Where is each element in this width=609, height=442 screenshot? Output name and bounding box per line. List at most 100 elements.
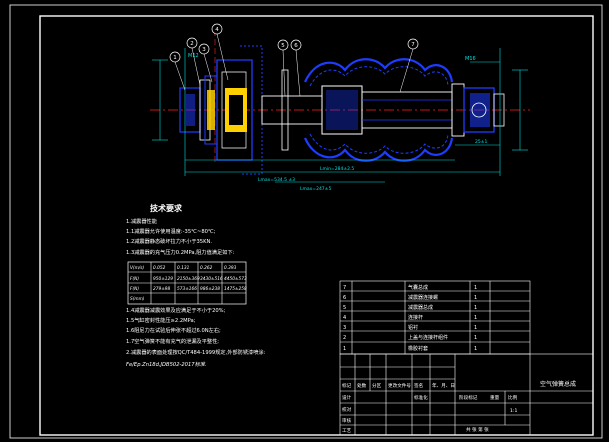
tech-req-line: 1.6阻尼力在试验后伸张不超过6.0N左右;	[126, 326, 221, 334]
table-cell: F(N)	[130, 286, 139, 292]
part-qty: 1	[474, 315, 477, 321]
tb-header: 标记	[342, 382, 352, 389]
table-cell: 573±166	[177, 286, 197, 292]
table-cell: 0.052	[153, 265, 166, 271]
part-qty: 1	[474, 295, 477, 301]
part-name: 减震器总成	[408, 304, 433, 311]
tb-header: 签名	[414, 382, 423, 389]
balloon-4: 4	[211, 23, 223, 35]
table-cell: 0.393	[224, 265, 237, 271]
tb-row-label: 工艺	[342, 428, 352, 434]
part-no: 7	[343, 285, 346, 291]
part-no: 2	[343, 335, 346, 341]
dim-overall-min: Lmin=284±2.5	[320, 166, 354, 172]
damper-body	[261, 69, 453, 151]
tech-req-line: 1.4减震器减震效果及应满足于不小于20%;	[126, 306, 226, 314]
svg-text:2: 2	[190, 41, 194, 47]
tb-sheet: 共 张 第 张	[466, 426, 489, 433]
table-cell: 4450±573	[224, 276, 247, 282]
part-name: 气囊总成	[408, 284, 428, 291]
part-qty: 1	[474, 346, 477, 352]
air-bellows	[303, 58, 454, 162]
part-no: 5	[343, 305, 346, 311]
part-no: 6	[343, 295, 346, 301]
tech-req-line: 1.5气缸密封性能压≥2.2MPa;	[126, 316, 196, 324]
tb-header: 更改文件号	[388, 382, 411, 389]
dim-left-top: M12	[188, 53, 199, 59]
tb-row-label: 设计	[342, 394, 352, 401]
svg-text:5: 5	[281, 43, 285, 49]
part-no: 3	[343, 325, 346, 331]
dim-right-top: M16	[465, 56, 476, 62]
part-qty: 1	[474, 335, 477, 341]
tb-scale: 比例	[508, 394, 518, 401]
part-qty: 1	[474, 325, 477, 331]
svg-text:3: 3	[202, 47, 206, 53]
tb-header: 处数	[357, 382, 367, 389]
inner-frame	[39, 15, 594, 436]
part-no: 4	[343, 315, 346, 321]
tech-req-line: 1.2减震器静态破坏拉力不小于35KN.	[126, 237, 212, 245]
tech-req-title: 技术要求	[150, 203, 183, 213]
parts-list-text: 7 气囊总成 1 6 减震器连接螺 1 5 减震器总成 1 4 连接杆 1 3 …	[343, 284, 477, 352]
svg-text:1: 1	[173, 55, 177, 61]
leader-lines	[174, 33, 414, 97]
part-name: 连接杆	[408, 314, 423, 321]
tb-row-label: 审核	[342, 417, 352, 424]
part-name: 上盖与连接杆组件	[408, 334, 448, 341]
tech-req-line: 1.减震器性能	[126, 217, 157, 225]
tb-drawing-title: 空气弹簧总成	[540, 380, 576, 388]
tb-stage: 阶段标记	[459, 394, 478, 401]
table-cell: 986±238	[200, 286, 220, 292]
tb-weight: 重量	[490, 394, 500, 401]
balloon-6: 6	[290, 39, 302, 51]
tb-row-label: 校对	[342, 406, 352, 413]
table-cell: 1475±258	[224, 286, 247, 292]
dimension-lines	[152, 48, 528, 183]
tb-header: 分区	[372, 382, 382, 389]
balloon-7: 7	[407, 38, 419, 50]
outer-frame	[9, 4, 603, 439]
balloon-1: 1	[169, 51, 181, 63]
dim-overall-total: Lmax=534.5 ±3	[258, 177, 295, 183]
damping-force-table: V(m/s) 0.052 0.131 0.262 0.393 F(N) 950±…	[127, 261, 247, 305]
balloon-2: 2	[186, 37, 198, 49]
tech-req-line: 1.3减震器的充气压力0.2MPa,阻力值满足如下:	[126, 248, 235, 256]
tb-header: 年、月、日	[432, 382, 455, 389]
table-cell: 279±98	[153, 286, 171, 292]
table-cell: F(N)	[130, 276, 139, 282]
part-name: 减震器连接螺	[408, 294, 438, 301]
svg-text:6: 6	[294, 43, 298, 49]
technical-requirements: 技术要求 1.减震器性能 1.1减震器允许使用温度:-35℃~80℃; 1.2减…	[126, 203, 266, 368]
title-block	[339, 353, 594, 436]
right-bushing-end	[451, 83, 505, 137]
table-cell: V(m/s)	[130, 265, 144, 271]
tb-standardize: 标准化	[414, 394, 428, 401]
svg-text:7: 7	[411, 42, 415, 48]
table-cell: 3430±516	[200, 276, 223, 282]
table-cell: 0.262	[200, 265, 213, 271]
tech-req-line: 1.1减震器允许使用温度:-35℃~80℃;	[126, 227, 216, 235]
tech-req-line: Fe/Ep.Zn18d.JDB502-2017标准.	[126, 361, 207, 368]
table-cell: S(mm)	[130, 296, 145, 302]
part-qty: 1	[474, 305, 477, 311]
table-cell: 0.131	[177, 265, 190, 271]
tech-req-line: 1.7空气弹簧不能有充气的泄漏及平整性;	[126, 337, 219, 345]
balloon-3: 3	[198, 43, 210, 55]
tb-scale-value: 1:1	[510, 408, 517, 414]
dim-stroke: Lmax=247±5	[300, 186, 331, 192]
title-block-text: 标记 处数 分区 更改文件号 签名 年、月、日 设计 校对 审核 工艺 标准化 …	[342, 380, 576, 434]
upper-cap	[216, 45, 263, 175]
dim-right-length: 25±1	[475, 139, 487, 145]
tech-req-line: 2.减震器的表面处理按QC/T484-1999规定,外部防锈漆喷涂:	[126, 348, 266, 356]
table-cell: 950±129	[153, 276, 173, 282]
part-no: 1	[343, 346, 346, 352]
balloon-5: 5	[277, 39, 289, 51]
table-cell: 2150±369	[177, 276, 200, 282]
part-name: 橡胶衬套	[408, 345, 428, 352]
part-name: 铝衬	[408, 324, 418, 331]
assembly-drawing: M12 M16 Lmin=284±2.5 Lmax=534.5 ±3 Lmax=…	[150, 23, 530, 192]
svg-text:4: 4	[215, 27, 219, 33]
